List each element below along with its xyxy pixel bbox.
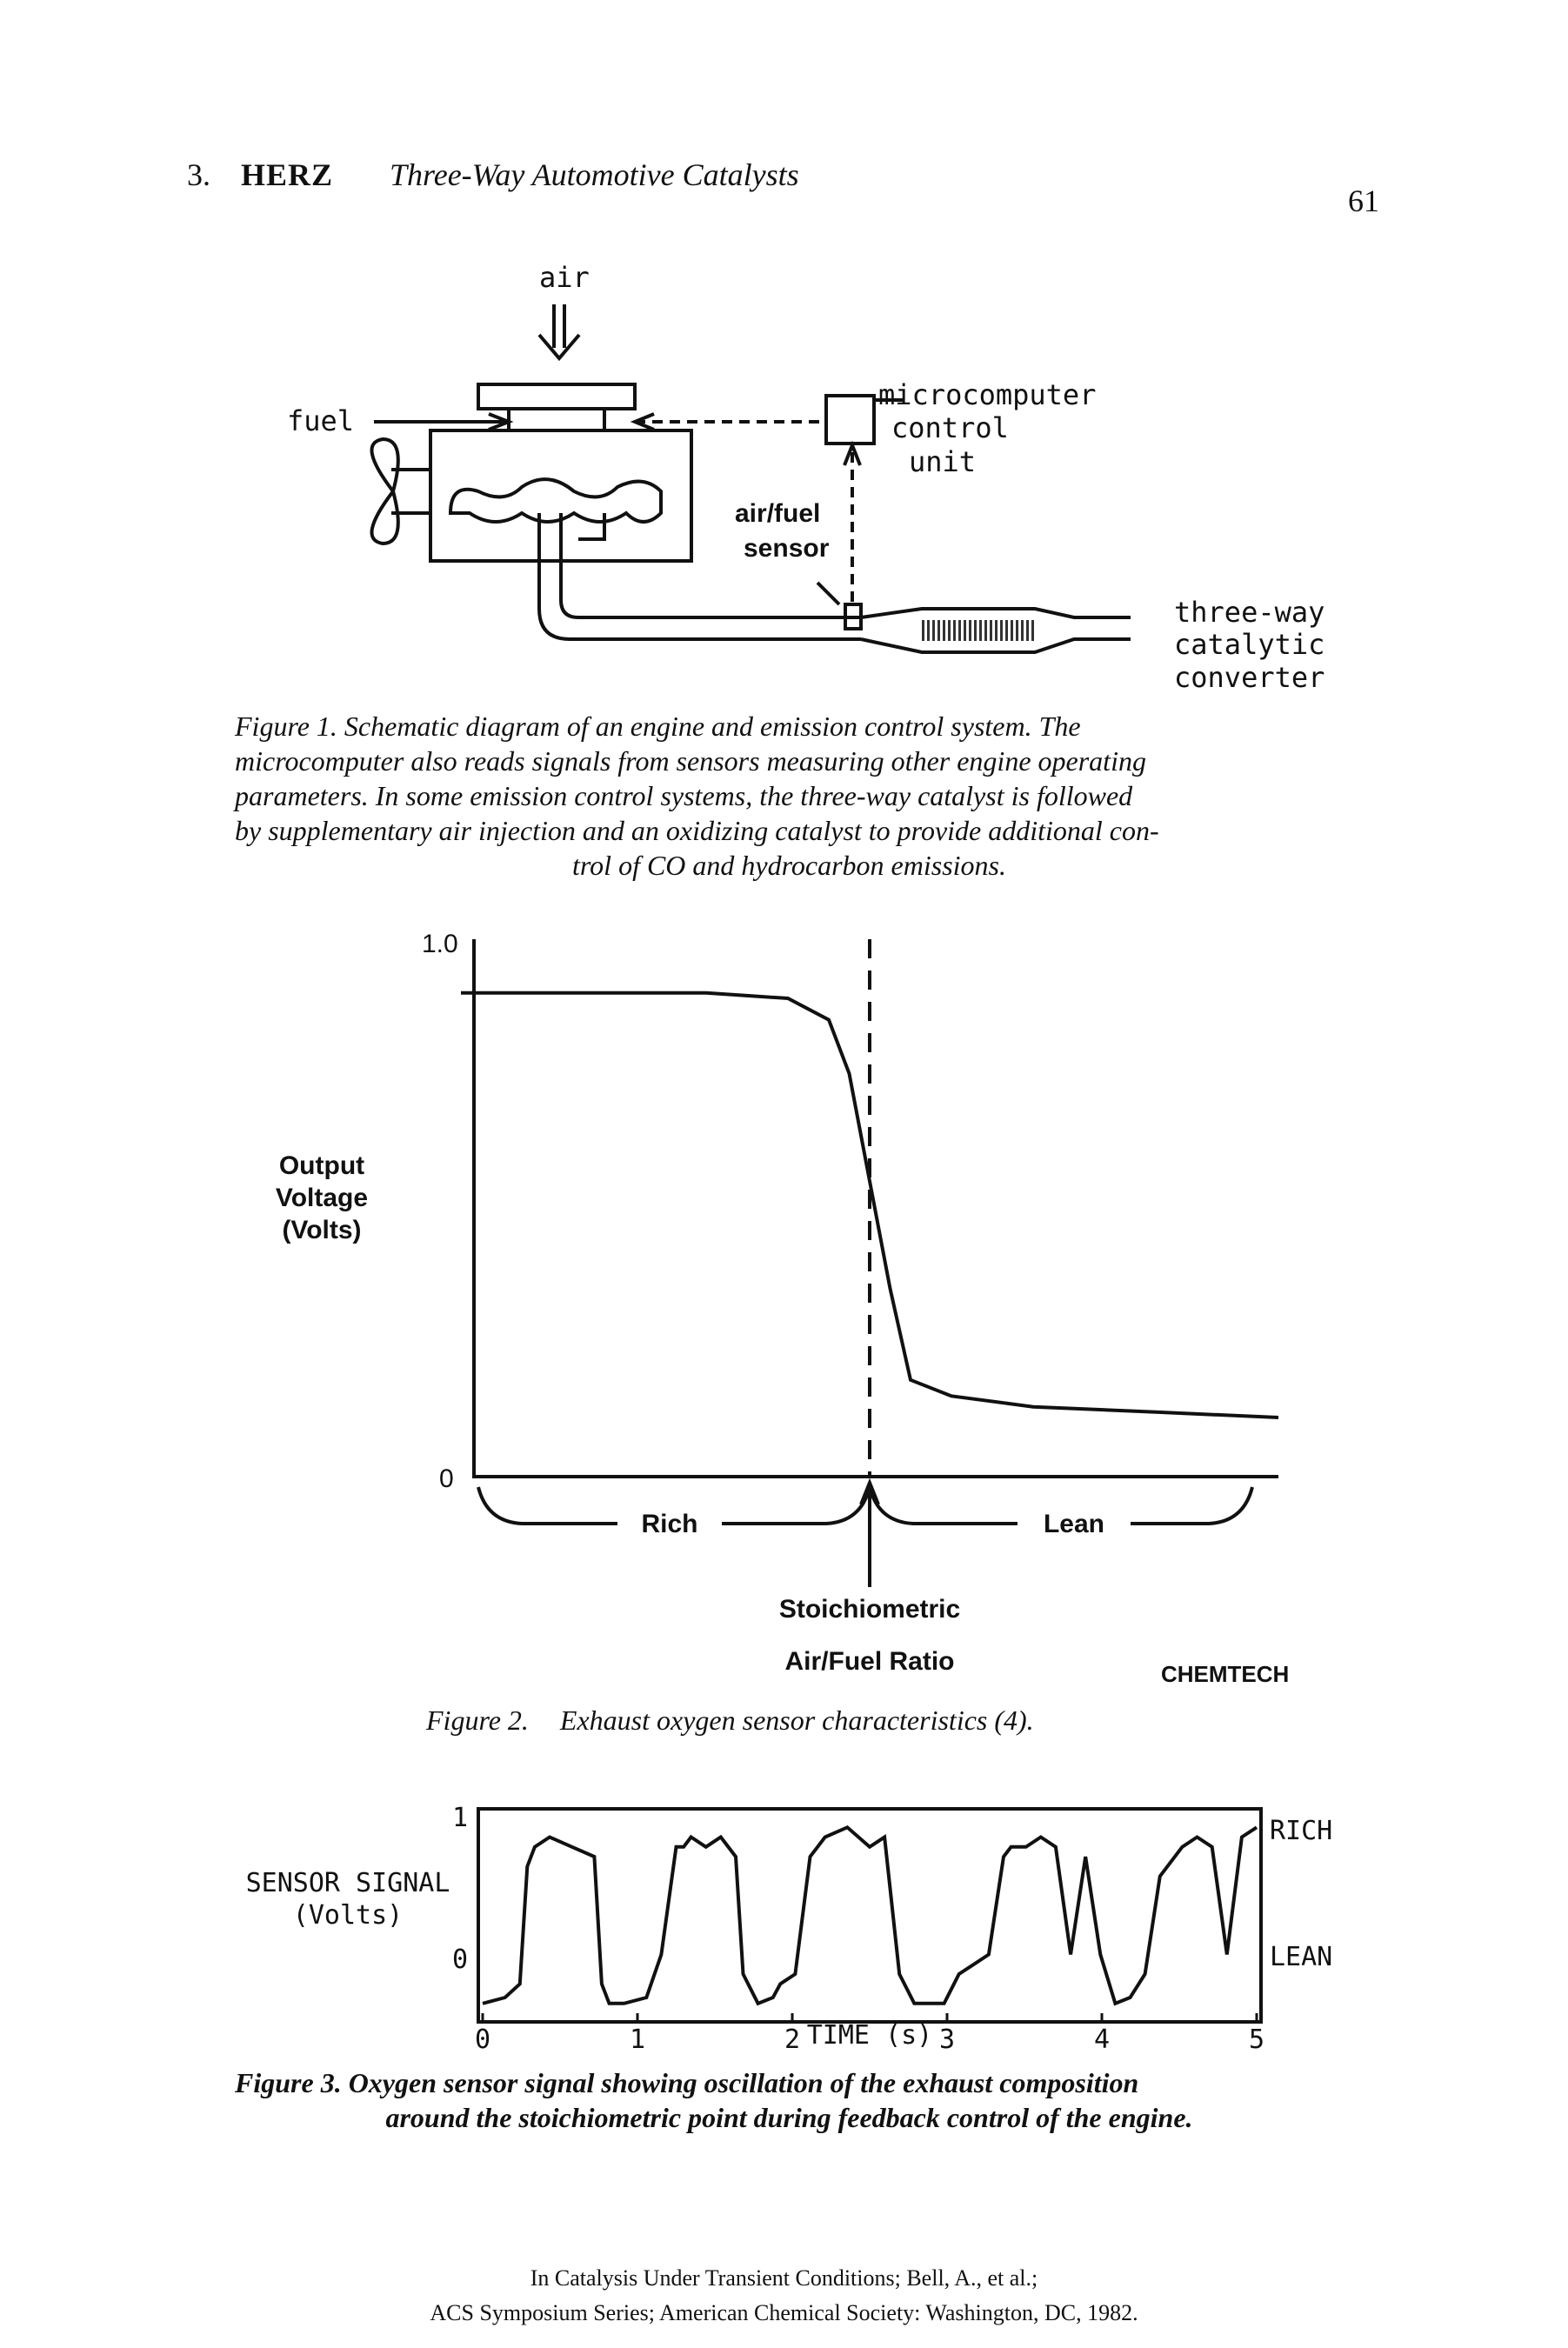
fig3-y-tick-1: 1: [452, 1803, 468, 1833]
air-fuel-sensor: [844, 603, 863, 630]
microcomputer-label-2: control: [891, 411, 1009, 444]
sensor-pointer: [816, 581, 841, 606]
header-title: Three-Way Automotive Catalysts: [390, 157, 799, 192]
sensor-label-1: air/fuel: [735, 499, 820, 528]
fan-blade: [370, 437, 400, 546]
fig3-sensor-trace: [482, 1824, 1258, 2006]
figure3-caption-line: Figure 3. Oxygen sensor signal showing o…: [235, 2067, 1139, 2098]
fig2-ylabel-line: Voltage: [276, 1184, 368, 1212]
fig3-ylabel-line: (Volts): [293, 1900, 403, 1931]
chemtech-credit: CHEMTECH: [1161, 1661, 1290, 1687]
exhaust-pipe-inner: [559, 513, 861, 619]
intake-throat: [507, 407, 606, 432]
figure1-caption-line: parameters. In some emission control sys…: [235, 780, 1133, 811]
sensor-label-2: sensor: [744, 534, 830, 563]
fig2-voltage-curve: [461, 991, 1279, 1419]
control-arrow-head: [630, 412, 655, 431]
figure2-caption-prefix: Figure 2.: [426, 1704, 529, 1736]
figure1-caption: Figure 1. Schematic diagram of an engine…: [235, 709, 1344, 883]
figure1-caption-line: Figure 1. Schematic diagram of an engine…: [235, 710, 1081, 742]
fig2-ylabel-line: (Volts): [282, 1216, 361, 1244]
figure2-caption: Figure 2. Exhaust oxygen sensor characte…: [426, 1703, 1034, 1738]
microcomputer-box: [824, 394, 876, 445]
converter-label-1: three-way: [1174, 596, 1324, 629]
fig2-ylabel-line: Output: [279, 1151, 364, 1180]
rich-side-label: RICH: [1270, 1816, 1332, 1846]
fig3-x-tick-label: 0: [475, 2024, 490, 2052]
microcomputer-label-1: microcomputer: [878, 378, 1096, 411]
fig3-y-tick-0: 0: [452, 1944, 468, 1975]
fig3-x-tick-label: 1: [630, 2024, 645, 2052]
footer-citation-line: In Catalysis Under Transient Conditions;…: [530, 2265, 1038, 2291]
fig3-x-tick-labels: 0 1 2 3 4 5: [475, 2024, 1264, 2052]
fig2-y-tick-top: 1.0: [422, 930, 458, 958]
fig3-ylabel-line: SENSOR SIGNAL: [246, 1868, 450, 1898]
rich-brace-right: [722, 1486, 871, 1525]
fig3-x-tick-label: 3: [939, 2024, 955, 2052]
lean-side-label: LEAN: [1270, 1942, 1332, 1972]
converter-label-3: converter: [1174, 661, 1324, 694]
fuel-label: fuel: [287, 404, 354, 437]
figure2-caption-text: Exhaust oxygen sensor characteristics (4…: [559, 1704, 1034, 1736]
rich-label: Rich: [641, 1510, 697, 1538]
stoich-pointer-head: [859, 1478, 880, 1505]
running-header: 3. HERZ Three-Way Automotive Catalysts: [187, 157, 799, 193]
converter-bottom: [860, 637, 1131, 654]
fig3-frame: [477, 1807, 1263, 2024]
microcomputer-label-3: unit: [909, 445, 976, 478]
intake-top: [477, 383, 637, 410]
figure3-caption: Figure 3. Oxygen sensor signal showing o…: [235, 2065, 1344, 2135]
figure3-chart: 1 0 SENSOR SIGNAL (Volts) RICH LEAN 0 1 2 3…: [246, 1803, 1333, 2052]
exhaust-pipe-outer: [537, 513, 861, 641]
footer-citation-line: ACS Symposium Series; American Chemical …: [430, 2300, 1138, 2325]
cylinder-head: [448, 477, 663, 524]
fig3-xlabel: TIME (s): [807, 2020, 933, 2051]
header-author: HERZ: [241, 157, 334, 192]
air-arrow-head: [537, 333, 581, 362]
figure1-caption-line: microcomputer also reads signals from se…: [235, 745, 1146, 777]
converter-label-2: catalytic: [1174, 628, 1324, 661]
fig2-y-tick-zero: 0: [439, 1464, 454, 1493]
air-label: air: [539, 261, 590, 294]
fig3-x-tick-label: 5: [1249, 2024, 1264, 2052]
figure2-chart: 1.0 0 Output Voltage (Volts) Rich Lean S…: [276, 930, 1279, 1676]
sensor-arrow-head: [843, 440, 862, 466]
exhaust-manifold-branch: [578, 513, 606, 541]
lean-brace-right: [1131, 1486, 1254, 1525]
lean-label: Lean: [1044, 1510, 1104, 1538]
converter-top: [860, 607, 1131, 619]
figure1-caption-line: trol of CO and hydrocarbon emissions.: [572, 850, 1006, 881]
figure3-caption-line: around the stoichiometric point during f…: [385, 2102, 1193, 2133]
rich-brace-left: [477, 1486, 617, 1525]
lean-brace-left: [868, 1486, 1018, 1525]
stoichiometric-label: Stoichiometric: [779, 1595, 960, 1624]
chapter-number: 3.: [187, 157, 210, 192]
page-number: 61: [1348, 183, 1379, 218]
engine-schematic-diagram: air fuel microcomputer control unit air/…: [287, 261, 1324, 694]
fig3-x-tick-label: 4: [1094, 2024, 1110, 2052]
figure1-caption-line: by supplementary air injection and an ox…: [235, 815, 1159, 846]
fig2-xlabel: Air/Fuel Ratio: [784, 1647, 954, 1676]
fig3-x-tick-label: 2: [784, 2024, 800, 2052]
fuel-arrow-head: [488, 412, 514, 431]
